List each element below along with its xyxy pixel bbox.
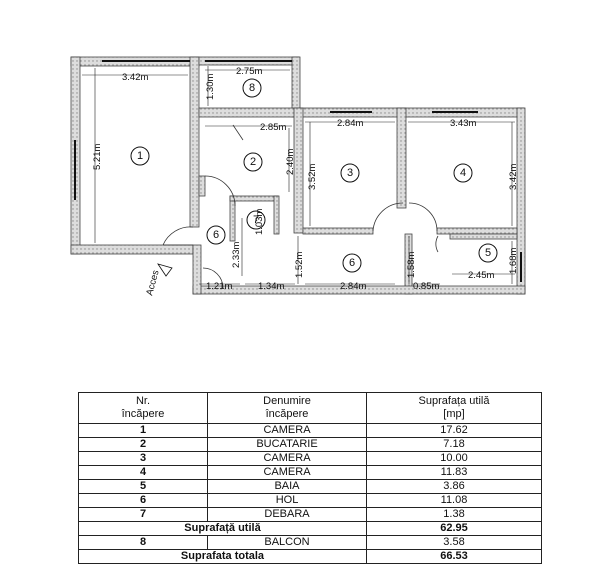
dim-r2-height: 2.40m [285,149,296,175]
dim-r8-width: 2.75m [236,66,262,77]
dim-hall-height-3: 1.58m [406,252,417,278]
room-6-number-right: 6 [349,257,355,269]
windows [74,60,522,282]
dim-bottom-4: 0.85m [413,281,439,292]
dim-bottom-2: 1.34m [258,281,284,292]
dim-r5-height: 1.68m [508,248,519,274]
subtotal-label: Suprafață utilă [78,521,367,536]
access-label: Acces [144,269,161,297]
room-4-number: 4 [460,167,466,179]
dim-hall-height-1: 2.33m [231,242,242,268]
table-row: 4 CAMERA 11.83 [78,465,542,480]
header-name: Denumire încăpere [207,392,367,424]
table-header-row: Nr. încăpere Denumire încăpere Suprafața… [78,392,542,424]
floor-plan: 1 2 3 4 5 6 6 7 8 [70,56,526,297]
dim-r4-height: 3.42m [508,164,519,190]
table-row: 7 DEBARA 1.38 [78,507,542,522]
dim-bottom-3: 2.84m [340,281,366,292]
dim-r4-width: 3.43m [450,118,476,129]
table-row: 3 CAMERA 10.00 [78,451,542,466]
dim-r5-width: 2.45m [468,270,494,281]
header-area: Suprafața utilă [mp] [366,392,542,424]
dim-r7-height: 1.03m [254,209,265,235]
table-row: 1 CAMERA 17.62 [78,423,542,438]
room-1-number: 1 [137,150,143,162]
subtotal-row: Suprafață utilă 62.95 [78,521,542,536]
dim-r1-height: 5.21m [92,144,103,170]
room-numbers: 1 2 3 4 5 6 6 7 8 [130,78,498,273]
subtotal-value: 62.95 [366,521,542,536]
total-label: Suprafata totala [78,549,367,564]
table-row: 2 BUCATARIE 7.18 [78,437,542,452]
access-arrow-icon [157,263,173,277]
table-row: 6 HOL 11.08 [78,493,542,508]
room-7-number: 7 [253,214,259,226]
dimension-labels: 3.42m 5.21m 2.75m 1.30m 2.85m 2.40m 2.84… [92,66,519,292]
dim-r1-width: 3.42m [122,72,148,83]
dim-bottom-1: 1.21m [206,281,232,292]
doors [162,124,439,289]
room-2-number: 2 [250,156,256,168]
table-row: 5 BAIA 3.86 [78,479,542,494]
header-nr: Nr. încăpere [78,392,208,424]
dimension-lines [82,66,515,285]
dim-r3-width: 2.84m [337,118,363,129]
room-3-number: 3 [347,167,353,179]
dim-r2-width: 2.85m [260,122,286,133]
dim-r8-height: 1.30m [205,74,216,100]
balcony-row: 8 BALCON 3.58 [78,535,542,550]
dim-hall-height-2: 1.52m [294,252,305,278]
access-marker: Acces [144,263,173,297]
total-value: 66.53 [366,549,542,564]
room-6-number-left: 6 [213,229,219,241]
area-table: Nr. încăpere Denumire încăpere Suprafața… [78,392,542,564]
room-8-number: 8 [249,82,255,94]
dim-r3-height: 3.52m [307,164,318,190]
total-row: Suprafata totala 66.53 [78,549,542,564]
room-5-number: 5 [485,247,491,259]
